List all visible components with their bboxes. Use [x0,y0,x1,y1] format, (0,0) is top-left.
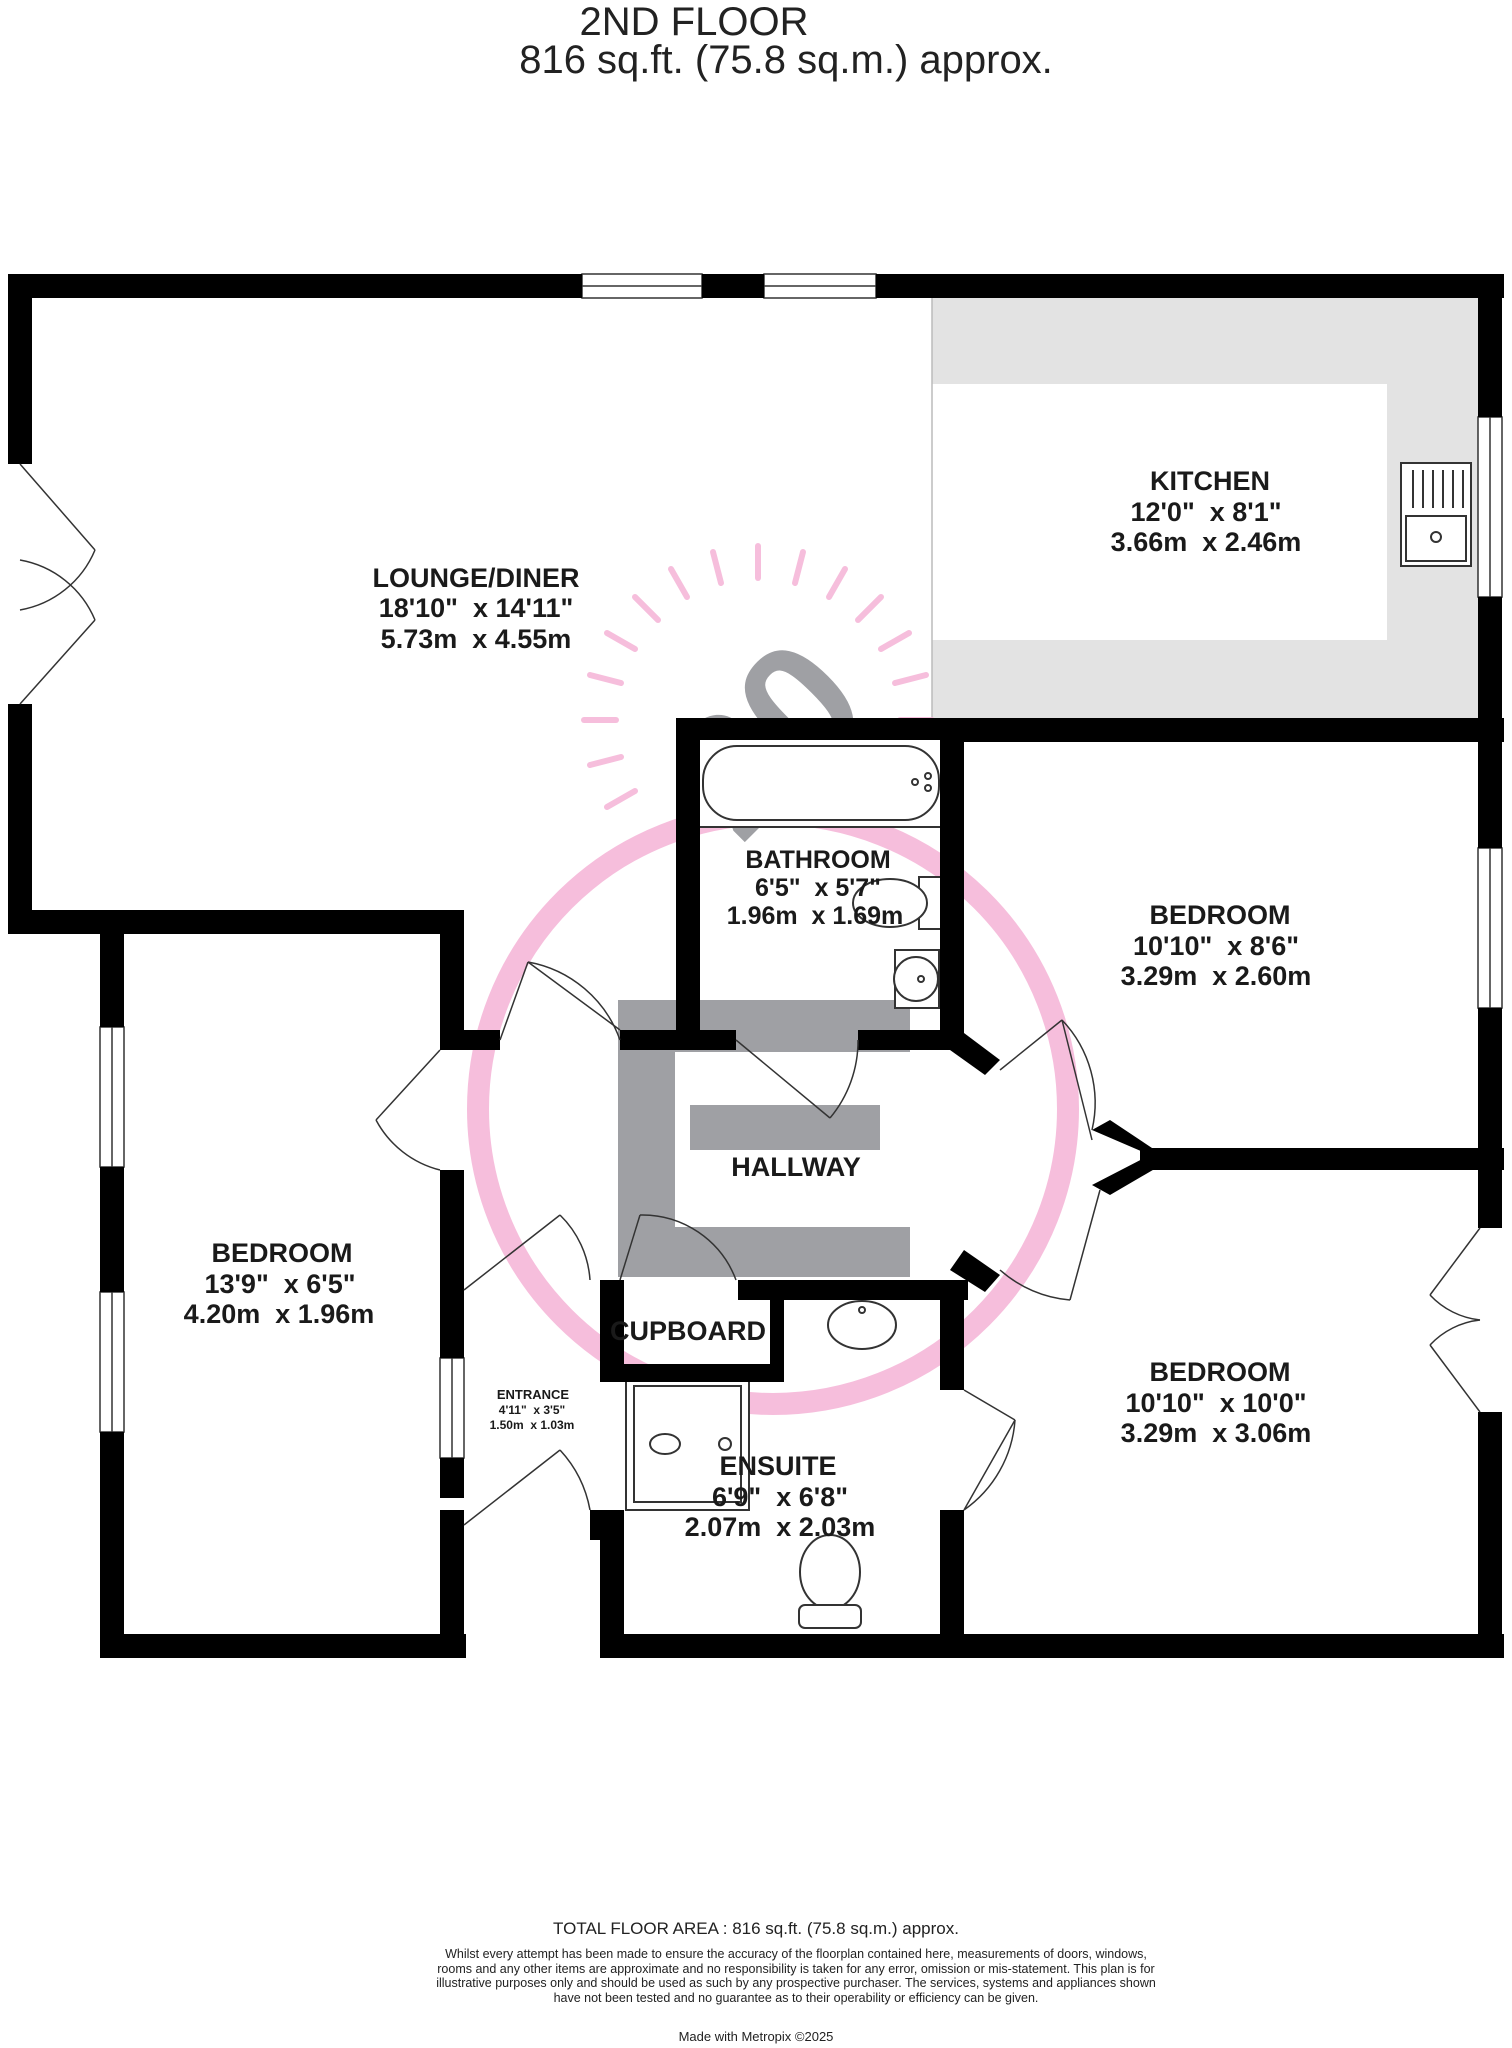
door-bedroom-right-top [999,1019,1096,1141]
room-bedroom-right-bottom-imperial: 10'10" x 10'0" [1125,1388,1306,1418]
room-bedroom-right-bottom: BEDROOM 10'10" x 10'0" 3.29m x 3.06m [1121,1357,1312,1448]
door-lounge-french [19,463,96,705]
door-front [463,1449,591,1526]
room-hallway-name: HALLWAY [731,1152,861,1182]
room-bedroom-right-bottom-metric: 3.29m x 3.06m [1121,1418,1312,1448]
room-entrance: ENTRANCE 4'11" x 3'5" 1.50m x 1.03m [490,1387,575,1432]
made-with: Made with Metropix ©2025 [678,2029,834,2044]
room-kitchen-name: KITCHEN [1150,466,1270,496]
room-bedroom-left-name: BEDROOM [212,1238,353,1268]
room-lounge: LOUNGE/DINER 18'10" x 14'11" 5.73m x 4.5… [372,563,579,654]
door-bedroom-left [375,1049,441,1171]
floor-area: 816 sq.ft. (75.8 sq.m.) approx. [519,38,1053,82]
kitchen-sink-icon [1400,462,1472,567]
room-bedroom-right-top-name: BEDROOM [1150,900,1291,930]
fixtures [625,462,1472,1629]
floor-title: 2ND FLOOR [579,0,809,44]
kitchen-area [931,298,1478,718]
doors [19,463,1481,1526]
window-kitchen [1477,416,1503,598]
room-entrance-metric: 1.50m x 1.03m [490,1418,575,1432]
window-bedroom-left-2 [99,1291,125,1433]
room-bedroom-right-top-metric: 3.29m x 2.60m [1121,961,1312,991]
disclaimer: Whilst every attempt has been made to en… [436,1947,1156,2005]
room-ensuite: ENSUITE 6'9" x 6'8" 2.07m x 2.03m [685,1451,876,1542]
room-lounge-name: LOUNGE/DINER [372,563,579,593]
room-ensuite-metric: 2.07m x 2.03m [685,1512,876,1542]
ensuite-toilet-icon [798,1534,862,1629]
window-bedroom-right-top [1477,847,1503,1009]
room-bathroom-metric: 1.96m x 1.69m [727,902,904,930]
door-bedroom-french [1429,1227,1481,1413]
room-bedroom-right-top-imperial: 10'10" x 8'6" [1133,931,1299,961]
door-ensuite [963,1389,1016,1511]
room-kitchen-metric: 3.66m x 2.46m [1111,527,1302,557]
room-ensuite-name: ENSUITE [719,1451,836,1481]
room-bedroom-right-bottom-name: BEDROOM [1150,1357,1291,1387]
watermark-e-logo [618,1000,910,1277]
room-kitchen-imperial: 12'0" x 8'1" [1130,497,1281,527]
ensuite-basin-icon [827,1300,897,1350]
room-entrance-name: ENTRANCE [497,1387,570,1402]
window-lounge-1 [581,273,703,299]
total-floor-area: TOTAL FLOOR AREA : 816 sq.ft. (75.8 sq.m… [553,1919,959,1938]
window-entrance [439,1357,465,1459]
door-cupboard [619,1214,737,1281]
room-ensuite-imperial: 6'9" x 6'8" [712,1482,848,1512]
washbasin-icon [893,949,940,1009]
room-bedroom-left-imperial: 13'9" x 6'5" [204,1269,355,1299]
room-cupboard: CUPBOARD [610,1316,766,1346]
room-bedroom-left-metric: 4.20m x 1.96m [184,1299,375,1329]
room-bathroom-name: BATHROOM [745,846,890,874]
shower-tray-icon [625,1377,750,1511]
room-bedroom-right-top: BEDROOM 10'10" x 8'6" 3.29m x 2.60m [1121,900,1312,991]
bathtub-icon [692,738,943,828]
room-entrance-imperial: 4'11" x 3'5" [499,1403,565,1417]
window-bedroom-left-1 [99,1026,125,1168]
room-lounge-imperial: 18'10" x 14'11" [379,593,574,623]
door-bedroom-right-bottom [999,1189,1101,1301]
door-hall-lounge [499,961,621,1041]
door-bathroom [735,1039,859,1119]
room-hallway: HALLWAY [731,1152,861,1182]
room-bathroom: BATHROOM 6'5" x 5'7" 1.96m x 1.69m [727,846,904,930]
room-cupboard-name: CUPBOARD [610,1316,766,1346]
room-lounge-metric: 5.73m x 4.55m [381,624,572,654]
toilet-icon [852,876,942,930]
window-lounge-2 [763,273,877,299]
room-bedroom-left: BEDROOM 13'9" x 6'5" 4.20m x 1.96m [184,1238,375,1329]
room-bathroom-imperial: 6'5" x 5'7" [755,874,881,902]
door-entrance [463,1214,591,1291]
watermark-rays [581,543,935,810]
room-kitchen: KITCHEN 12'0" x 8'1" 3.66m x 2.46m [1111,466,1302,557]
walls [8,274,1504,1658]
